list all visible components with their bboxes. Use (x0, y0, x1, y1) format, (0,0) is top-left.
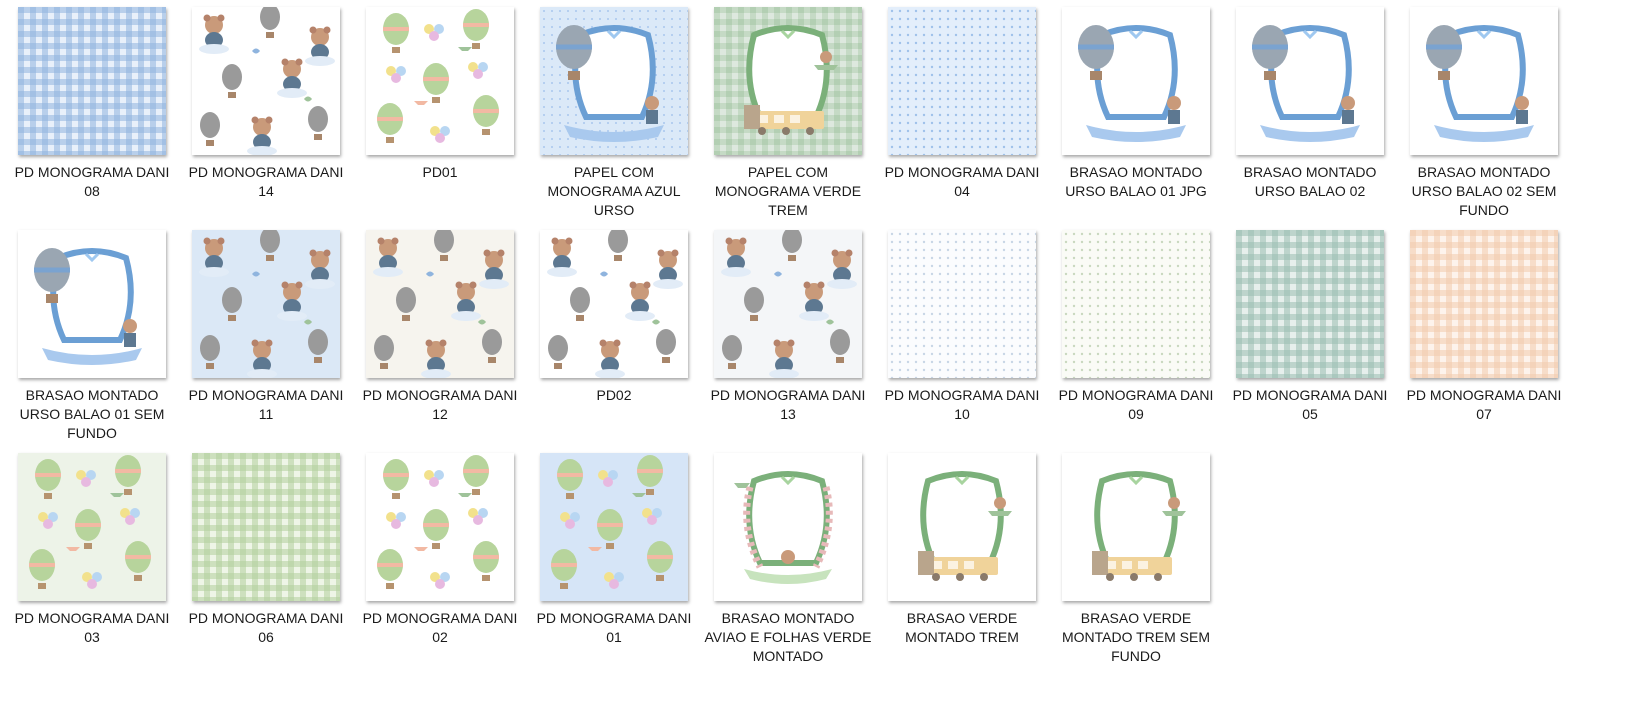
file-thumbnail[interactable] (888, 7, 1036, 155)
file-name-label: PD MONOGRAMA DANI 11 (188, 387, 344, 422)
file-item[interactable]: PD01 (353, 7, 527, 230)
file-item[interactable]: PD MONOGRAMA DANI 04 (875, 7, 1049, 230)
file-name-label: PD MONOGRAMA DANI 03 (14, 610, 170, 645)
file-item[interactable]: PD MONOGRAMA DANI 02 (353, 453, 527, 676)
file-item[interactable]: PD MONOGRAMA DANI 11 (179, 230, 353, 453)
file-name-label: BRASAO MONTADO URSO BALAO 02 (1243, 164, 1377, 199)
file-thumbnail[interactable] (192, 230, 340, 378)
file-item[interactable]: BRASAO MONTADO URSO BALAO 02 SEM FUNDO (1397, 7, 1571, 230)
file-name-label: PD MONOGRAMA DANI 12 (362, 387, 518, 422)
file-thumbnail[interactable] (714, 453, 862, 601)
file-item[interactable]: BRASAO MONTADO URSO BALAO 01 JPG (1049, 7, 1223, 230)
file-item[interactable]: PD MONOGRAMA DANI 10 (875, 230, 1049, 453)
file-item[interactable]: BRASAO MONTADO AVIAO E FOLHAS VERDE MONT… (701, 453, 875, 676)
file-name-label: PD MONOGRAMA DANI 05 (1232, 387, 1388, 422)
file-item[interactable]: BRASAO MONTADO URSO BALAO 01 SEM FUNDO (5, 230, 179, 453)
file-thumbnail[interactable] (1410, 230, 1558, 378)
file-name-label: PD MONOGRAMA DANI 02 (362, 610, 518, 645)
file-name-label: PD MONOGRAMA DANI 10 (884, 387, 1040, 422)
file-thumbnail[interactable] (540, 453, 688, 601)
file-thumbnail[interactable] (192, 453, 340, 601)
file-name-label: PD MONOGRAMA DANI 04 (884, 164, 1040, 199)
file-name-label: PD MONOGRAMA DANI 06 (188, 610, 344, 645)
file-item[interactable]: PAPEL COM MONOGRAMA VERDE TREM (701, 7, 875, 230)
file-thumbnail[interactable] (18, 7, 166, 155)
file-thumbnail[interactable] (1410, 7, 1558, 155)
file-thumbnail[interactable] (714, 7, 862, 155)
file-name-label: PAPEL COM MONOGRAMA AZUL URSO (547, 164, 681, 218)
file-name-label: PD MONOGRAMA DANI 08 (14, 164, 170, 199)
file-name-label: BRASAO VERDE MONTADO TREM (905, 610, 1019, 645)
file-name-label: PD02 (596, 387, 632, 403)
file-name-label: PD MONOGRAMA DANI 07 (1406, 387, 1562, 422)
file-item[interactable]: PD MONOGRAMA DANI 14 (179, 7, 353, 230)
file-item[interactable]: PD MONOGRAMA DANI 05 (1223, 230, 1397, 453)
file-name-label: BRASAO MONTADO URSO BALAO 01 JPG (1065, 164, 1207, 199)
file-thumbnail[interactable] (540, 7, 688, 155)
file-name-label: PAPEL COM MONOGRAMA VERDE TREM (714, 164, 862, 218)
file-item[interactable]: BRASAO MONTADO URSO BALAO 02 (1223, 7, 1397, 230)
file-name-label: PD MONOGRAMA DANI 01 (536, 610, 692, 645)
file-item[interactable]: PD02 (527, 230, 701, 453)
file-name-label: PD01 (422, 164, 458, 180)
file-name-label: BRASAO VERDE MONTADO TREM SEM FUNDO (1061, 610, 1211, 664)
file-thumbnail[interactable] (192, 7, 340, 155)
file-thumbnail[interactable] (366, 453, 514, 601)
file-thumbnail[interactable] (1062, 230, 1210, 378)
file-thumbnail[interactable] (366, 230, 514, 378)
file-name-label: PD MONOGRAMA DANI 09 (1058, 387, 1214, 422)
file-thumbnail[interactable] (888, 230, 1036, 378)
file-item[interactable]: PD MONOGRAMA DANI 07 (1397, 230, 1571, 453)
file-item[interactable]: BRASAO VERDE MONTADO TREM (875, 453, 1049, 676)
file-item[interactable]: PD MONOGRAMA DANI 13 (701, 230, 875, 453)
file-thumbnail[interactable] (18, 453, 166, 601)
file-item[interactable]: PD MONOGRAMA DANI 09 (1049, 230, 1223, 453)
file-name-label: BRASAO MONTADO AVIAO E FOLHAS VERDE MONT… (704, 610, 872, 664)
file-thumbnail[interactable] (1236, 7, 1384, 155)
file-name-label: BRASAO MONTADO URSO BALAO 01 SEM FUNDO (19, 387, 165, 441)
file-thumbnail[interactable] (1236, 230, 1384, 378)
file-item[interactable]: PD MONOGRAMA DANI 12 (353, 230, 527, 453)
file-name-label: PD MONOGRAMA DANI 13 (710, 387, 866, 422)
file-thumbnail[interactable] (366, 7, 514, 155)
file-name-label: BRASAO MONTADO URSO BALAO 02 SEM FUNDO (1411, 164, 1557, 218)
file-name-label: PD MONOGRAMA DANI 14 (188, 164, 344, 199)
file-thumbnail[interactable] (888, 453, 1036, 601)
file-thumbnail[interactable] (18, 230, 166, 378)
file-item[interactable]: PD MONOGRAMA DANI 08 (5, 7, 179, 230)
file-item[interactable]: PAPEL COM MONOGRAMA AZUL URSO (527, 7, 701, 230)
file-thumbnail[interactable] (714, 230, 862, 378)
file-thumbnail[interactable] (1062, 453, 1210, 601)
file-item[interactable]: BRASAO VERDE MONTADO TREM SEM FUNDO (1049, 453, 1223, 676)
file-item[interactable]: PD MONOGRAMA DANI 01 (527, 453, 701, 676)
file-grid: PD MONOGRAMA DANI 08 (5, 7, 1571, 676)
file-thumbnail[interactable] (540, 230, 688, 378)
file-thumbnail[interactable] (1062, 7, 1210, 155)
file-item[interactable]: PD MONOGRAMA DANI 06 (179, 453, 353, 676)
file-item[interactable]: PD MONOGRAMA DANI 03 (5, 453, 179, 676)
